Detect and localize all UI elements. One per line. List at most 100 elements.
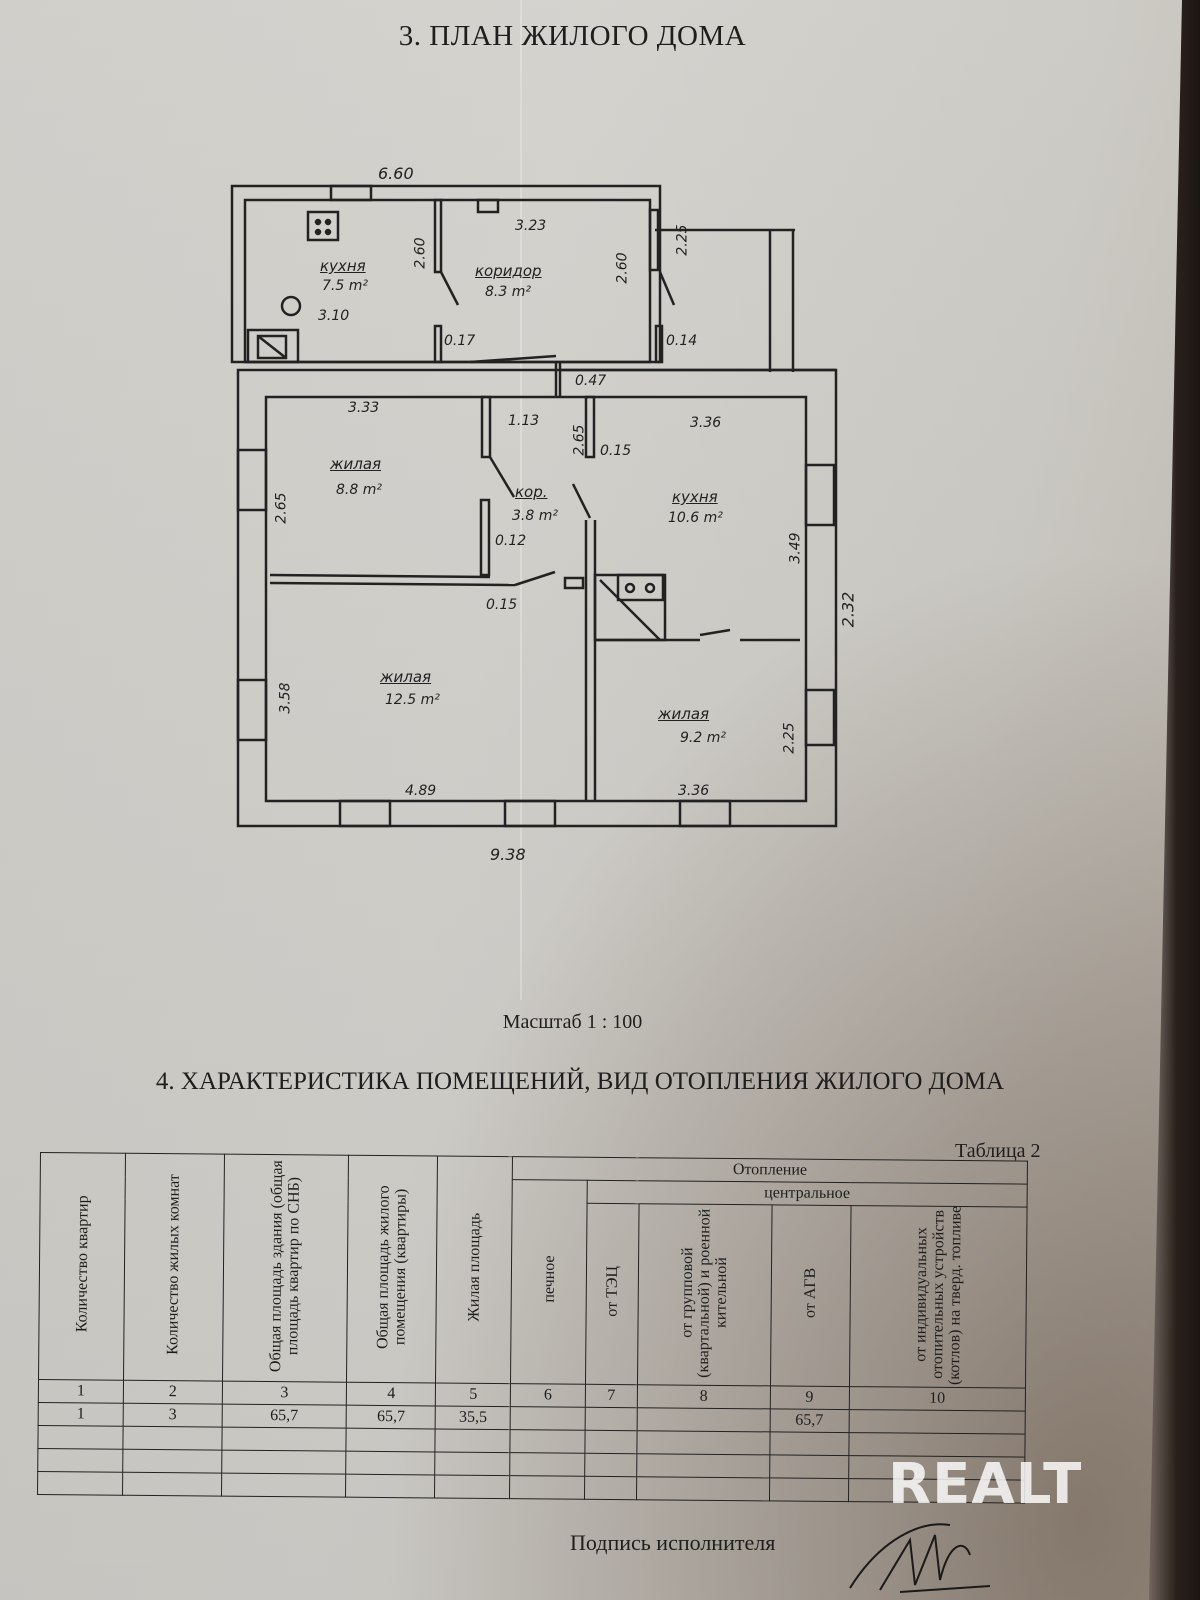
boiler-icon [280,295,302,317]
column-number: 8 [637,1384,771,1409]
table-cell [122,1449,222,1474]
column-number: 10 [848,1386,1026,1412]
dimension-label: 3.23 [515,218,547,234]
room-area: 8.3 m² [485,284,531,300]
table-cell [636,1453,770,1478]
table-cell [221,1427,347,1452]
paper-fold [520,0,522,1000]
table-cell [435,1451,511,1476]
dimension-label: 0.15 [486,597,518,613]
room-area: 8.8 m² [336,482,382,498]
room-area: 3.8 m² [512,508,558,524]
room-name: жилая [330,455,382,473]
table-label: Таблица 2 [955,1140,1041,1162]
column-number: 4 [346,1382,436,1406]
floor-plan: кухня 7.5 m² коридор 8.3 m² жилая 8.8 m²… [230,164,858,864]
table-cell [636,1476,770,1501]
dimension-label: 0.14 [666,333,698,349]
dimension-label: 3.10 [318,308,350,324]
room-name: коридор [475,262,542,280]
window [236,678,268,742]
table-cell [584,1407,638,1431]
column-number: 1 [38,1379,124,1404]
floor-plan-drawing [230,184,838,828]
column-number: 6 [510,1383,586,1408]
room-area: 10.6 m² [668,510,723,526]
column-number: 5 [435,1382,511,1407]
dimension-label: 2.65 [571,424,588,456]
table-cell: 65,7 [221,1404,347,1429]
column-number: 2 [123,1380,223,1405]
table-cell: 3 [123,1403,222,1428]
dimension-label: 3.33 [348,400,380,416]
table-cell [636,1430,770,1455]
table-header: Жилая площадь [435,1155,513,1384]
column-number: 3 [221,1381,347,1406]
table-cell [509,1475,585,1500]
room-name: кор. [515,483,548,501]
window [804,688,836,747]
table-cell [345,1474,436,1498]
table-cell [848,1409,1026,1435]
room-area: 12.5 m² [385,692,440,708]
signature-image [849,1523,990,1593]
dimension-label: 2.25 [781,722,798,754]
room-name: кухня [672,488,718,506]
table-cell [221,1450,347,1475]
room-area: 9.2 m² [680,730,726,746]
table-header: Общая площадь жилого помещения (квартиры… [346,1155,438,1383]
table-cell [123,1426,222,1451]
table-cell [221,1473,346,1498]
table-header: от ТЭЦ [585,1203,639,1385]
table-cell [769,1431,849,1456]
dimension-label: 1.13 [508,413,540,429]
room-name: жилая [380,668,432,686]
dimension-label: 2.60 [614,252,631,284]
column-number: 9 [769,1385,849,1410]
partition [433,198,443,274]
table-header: от групповой (квартальной) и роенной кит… [637,1203,772,1386]
table-cell: 1 [38,1402,124,1427]
table-cell [509,1452,585,1477]
dimension-label: 0.12 [495,533,527,549]
door-swing [439,271,460,306]
dimension-label: 0.17 [444,333,476,349]
dimension-label: 3.36 [690,415,722,431]
window [236,448,268,512]
table-cell [584,1430,637,1454]
dimension-label: 3.58 [277,682,294,714]
table-cell: 65,7 [346,1405,436,1429]
window [804,463,836,527]
partition [269,573,491,579]
column-number: 7 [585,1384,638,1408]
table-header: печное [510,1179,588,1385]
scale-label: Масштаб 1 : 100 [502,1011,643,1033]
table-header: Количество квартир [38,1152,126,1381]
table-cell: 35,5 [435,1405,511,1430]
realt-watermark-logo: REALT [888,1452,1083,1517]
dimension-label: 6.60 [378,164,414,183]
table-cell [37,1471,123,1496]
window [678,799,732,828]
table-header: Количество жилых комнат [123,1153,225,1382]
section-4-title: 4. ХАРАКТЕРИСТИКА ПОМЕЩЕНИЙ, ВИД ОТОПЛЕН… [155,1068,1005,1095]
main-outer-wall [236,368,838,828]
table-cell [584,1453,637,1477]
table-cell [435,1428,511,1453]
table-cell [636,1407,770,1432]
table-header: Общая площадь здания (общая площадь квар… [222,1154,349,1383]
table-cell [434,1474,510,1499]
dimension-label: 3.49 [787,532,804,564]
dimension-label: 9.38 [490,845,526,864]
table-cell [345,1451,436,1475]
dimension-label: 3.36 [678,783,710,799]
table-header: от индивидуальных отопительных устройств… [848,1205,1028,1389]
dimension-label: 2.32 [838,591,858,628]
section-3-title: 3. ПЛАН ЖИЛОГО ДОМА [398,20,747,52]
upper-inner-wall [243,198,652,364]
table-cell [769,1454,849,1479]
table-cell: 65,7 [769,1408,849,1433]
rooms-heating-table: Количество квартир Количество жилых комн… [37,1152,1028,1504]
room-name: кухня [320,257,366,275]
room-area: 7.5 m² [322,278,368,294]
